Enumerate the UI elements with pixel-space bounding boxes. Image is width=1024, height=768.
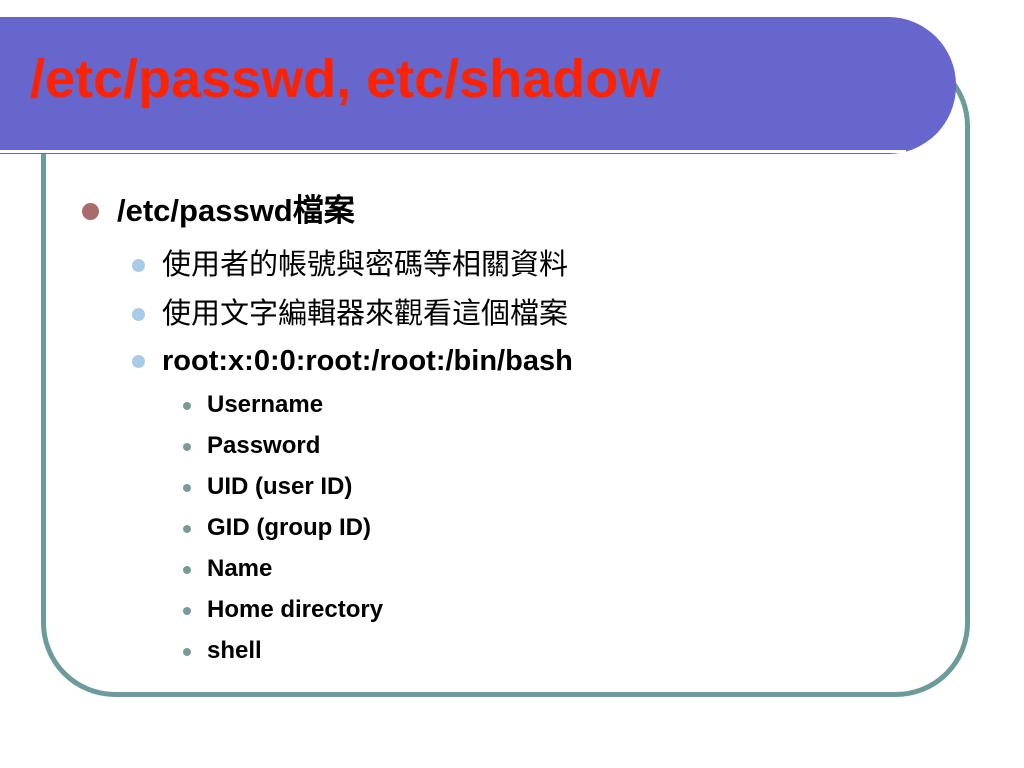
bullet-text: Username	[207, 391, 324, 418]
bullet-icon	[183, 566, 191, 574]
bullet-text: GID (group ID)	[207, 514, 371, 541]
bullet-text: root:x:0:0:root:/root:/bin/bash	[162, 345, 573, 377]
bullet-icon	[132, 259, 145, 272]
bullet-icon	[82, 203, 99, 220]
field-home-directory: Home directory	[183, 595, 384, 625]
field-gid: GID (group ID)	[183, 513, 371, 543]
title-underline	[0, 150, 906, 153]
field-name: Name	[183, 554, 273, 584]
bullet-text: Password	[207, 432, 321, 459]
bullet-icon	[183, 648, 191, 656]
bullet-icon	[183, 525, 191, 533]
field-username: Username	[183, 390, 324, 420]
bullet-text: 使用者的帳號與密碼等相關資料	[162, 249, 569, 281]
bullet-icon	[132, 355, 145, 368]
field-password: Password	[183, 431, 321, 461]
bullet-passwd-file: /etc/passwd檔案	[82, 190, 355, 232]
bullet-icon	[183, 443, 191, 451]
bullet-text: Home directory	[207, 596, 384, 623]
bullet-text: UID (user ID)	[207, 473, 353, 500]
title-banner	[0, 17, 956, 154]
content-frame	[41, 52, 970, 697]
bullet-text: shell	[207, 637, 262, 664]
sub-bullet-view-file: 使用文字編輯器來觀看這個檔案	[132, 294, 569, 334]
bullet-icon	[183, 607, 191, 615]
bullet-text: Name	[207, 555, 273, 582]
sub-bullet-example-line: root:x:0:0:root:/root:/bin/bash	[132, 341, 573, 381]
sub-bullet-description: 使用者的帳號與密碼等相關資料	[132, 245, 569, 285]
bullet-icon	[132, 308, 145, 321]
field-shell: shell	[183, 636, 262, 666]
bullet-icon	[183, 484, 191, 492]
slide-title: /etc/passwd, etc/shadow	[30, 49, 661, 109]
bullet-text: /etc/passwd檔案	[117, 193, 355, 228]
bullet-icon	[183, 402, 191, 410]
field-uid: UID (user ID)	[183, 472, 353, 502]
bullet-text: 使用文字編輯器來觀看這個檔案	[162, 298, 569, 330]
